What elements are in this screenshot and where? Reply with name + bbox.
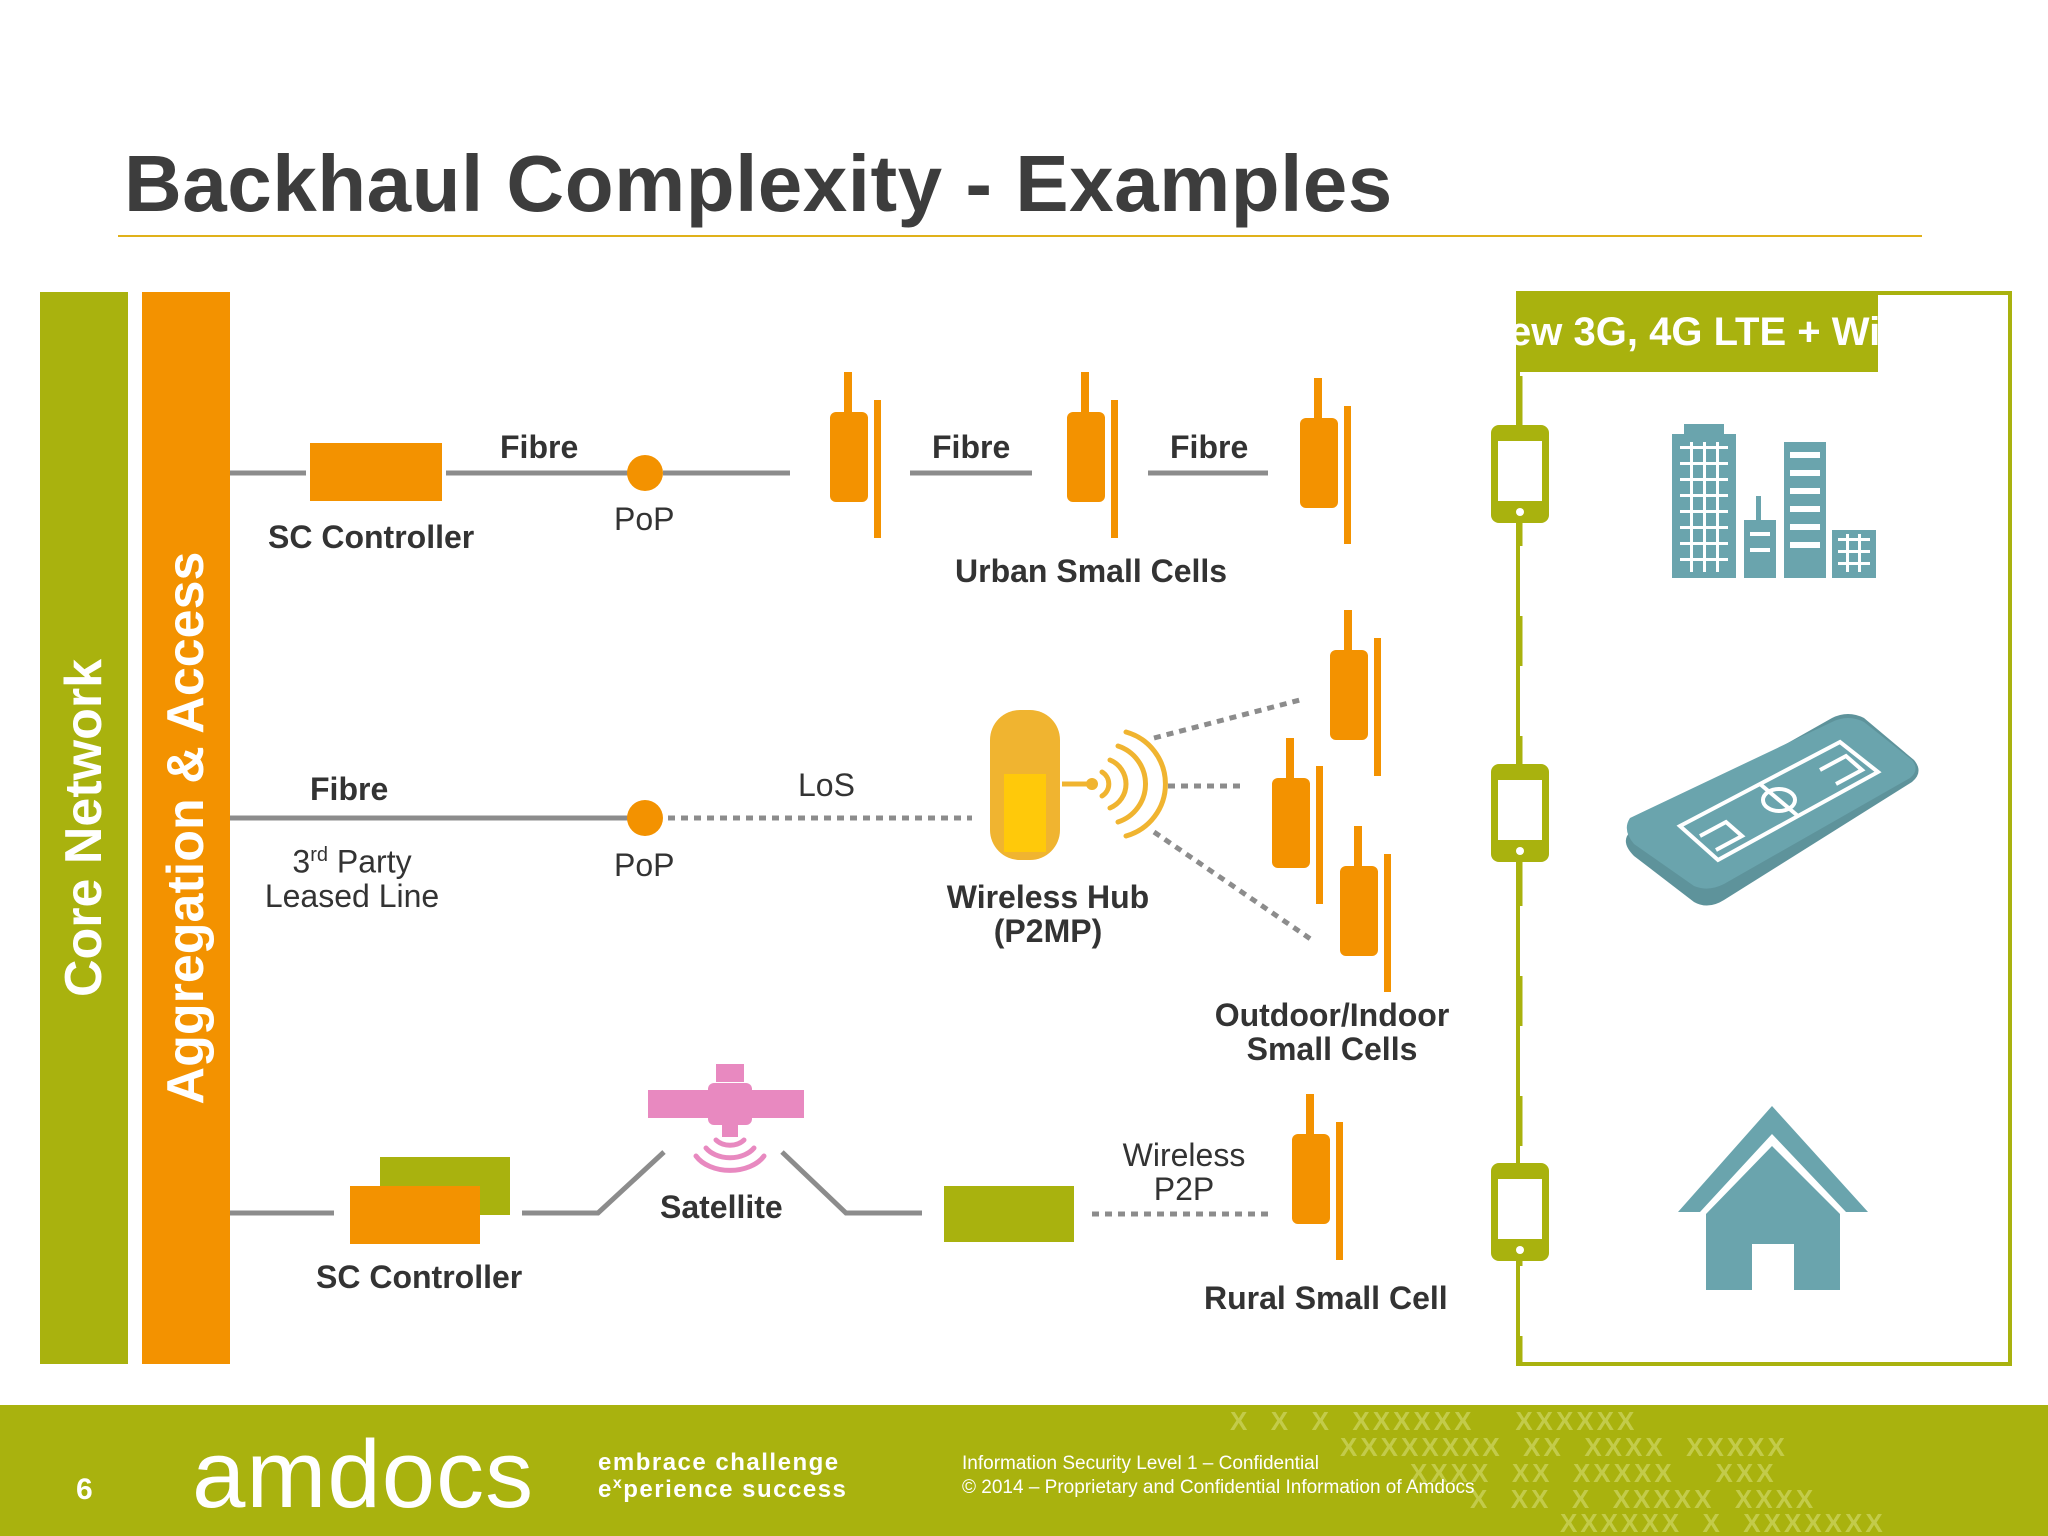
outdoor-cell-icon-1 [1330,610,1381,776]
third-party-text: 3rd Party [292,843,412,880]
fibre-label-1: Fibre [500,429,579,465]
pop-label: PoP [614,501,675,537]
tagline-line1: embrace challenge [598,1449,840,1476]
amdocs-logo: amdocs [192,1421,535,1528]
x-pattern-decoration-5: XXXXXX X XXXXXXX [1560,1508,1886,1536]
satellite-label: Satellite [660,1189,783,1225]
smartphone-icon-2 [1491,764,1549,862]
indoor-cell-icon-3 [1340,826,1391,992]
smartphone-icon-3 [1491,1163,1549,1261]
new-gen-header: New 3G, 4G LTE + WiFi [1480,293,1916,372]
urban-cell-icon-3 [1300,378,1351,544]
urban-cell-icon-1 [830,372,881,538]
outdoor-cell-icon-2 [1272,738,1323,904]
x-pattern-decoration: X X X XXXXXX XXXXXX [1230,1406,1638,1436]
title-rule [118,235,1922,237]
x-pattern-decoration-4: X XX X XXXXX XXXX [1470,1484,1817,1514]
wireless-p2p-line2: P2P [1153,1171,1215,1207]
sc-controller-box [310,443,442,501]
wireless-p2p-label: Wireless P2P [1104,1138,1264,1206]
smartphone-icon-1 [1491,425,1549,523]
wireless-p2p-line1: Wireless [1122,1137,1246,1173]
fibre-label-2: Fibre [932,429,1011,465]
sc-controller-label-2: SC Controller [316,1259,523,1295]
stadium-icon [1625,714,1919,906]
urban-cell-icon-2 [1067,372,1118,538]
sc-controller-box-2 [350,1186,480,1244]
legal-line1: Information Security Level 1 – Confident… [962,1453,1319,1474]
x-pattern-decoration-2: XXXXXXXX XX XXXX XXXXX [1340,1432,1788,1462]
aggregation-access-bar: Aggregation & Access [142,292,230,1364]
leased-line-label: 3rd Party Leased Line [252,838,452,913]
core-network-bar: Core Network [40,292,128,1364]
tagline-line2: experience success [598,1475,848,1503]
p2mp-links [1152,697,1314,943]
satellite-terminal-box [944,1186,1074,1242]
rural-small-cell-label: Rural Small Cell [1204,1280,1448,1316]
urban-small-cells-label: Urban Small Cells [955,553,1228,589]
page-number: 6 [76,1473,93,1506]
sc-controller-label: SC Controller [268,519,475,555]
city-buildings-icon [1672,424,1876,578]
pop-node-2 [627,800,663,836]
x-pattern-decoration-3: XXXX XX XXXXX XXX [1410,1458,1777,1488]
row3-links [230,1150,922,1216]
slide-title: Backhaul Complexity - Examples [124,139,1393,228]
wireless-hub-line1: Wireless Hub [946,879,1150,915]
wireless-hub-line2: (P2MP) [993,913,1103,949]
outdoor-indoor-cells-label: Outdoor/Indoor Small Cells [1192,998,1472,1066]
outdoor-indoor-line2: Small Cells [1246,1031,1418,1067]
legal-line2: © 2014 – Proprietary and Confidential In… [962,1477,1475,1498]
fibre-label-3: Fibre [1170,429,1249,465]
wireless-hub-icon [990,710,1098,860]
wireless-signal-icon [1099,729,1168,839]
house-icon [1678,1106,1868,1290]
los-label: LoS [798,767,855,803]
rural-cell-icon [1292,1094,1343,1260]
satellite-icon [648,1064,804,1173]
pop-label-2: PoP [614,847,675,883]
fibre-label-row2: Fibre [310,771,389,807]
footer-band: X X X XXXXXX XXXXXX XXXXXXXX XX XXXX XXX… [0,1405,2048,1536]
leased-line-text: Leased Line [264,877,440,914]
outdoor-indoor-line1: Outdoor/Indoor [1214,997,1450,1033]
pop-node [627,455,663,491]
wireless-hub-label: Wireless Hub (P2MP) [908,880,1188,948]
